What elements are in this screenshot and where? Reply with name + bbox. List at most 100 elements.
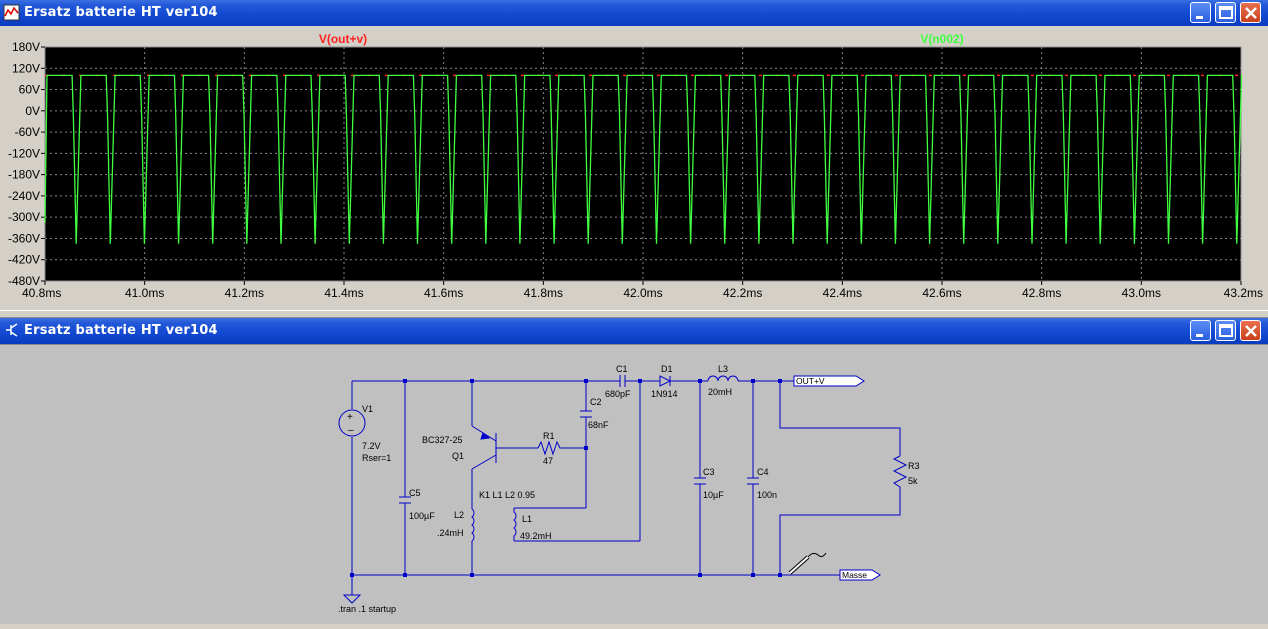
x-tick-label: 41.0ms [125, 286, 164, 300]
window-divider[interactable] [0, 310, 1268, 318]
x-tick-label: 42.2ms [723, 286, 762, 300]
maximize-button[interactable] [1215, 2, 1236, 23]
x-tick-label: 42.4ms [823, 286, 862, 300]
wire [779, 381, 901, 456]
c4-value: 100n [757, 490, 777, 500]
r1-value: 47 [543, 456, 553, 466]
junction-dots [350, 379, 782, 577]
y-tick-label: -60V [15, 125, 40, 139]
c1-value: 680pF [605, 389, 631, 399]
x-tick-label: 43.2ms [1224, 286, 1263, 300]
transistor-q1[interactable] [471, 425, 497, 470]
c2-label: C2 [590, 397, 602, 407]
d1-value: 1N914 [651, 389, 678, 399]
x-tick-label: 42.0ms [623, 286, 662, 300]
y-tick-label: 180V [12, 40, 40, 54]
r1-label: R1 [543, 431, 555, 441]
waveform-chart[interactable]: 180V120V60V0V-60V-120V-180V-240V-300V-36… [0, 26, 1268, 310]
legend-label-v-out: V(out+v) [319, 32, 367, 46]
waveform-icon [3, 4, 20, 21]
schematic-window-title: Ersatz batterie HT ver104 [24, 323, 218, 338]
out-flag-label: OUT+V [796, 376, 825, 386]
schematic-titlebar[interactable]: Ersatz batterie HT ver104 [0, 318, 1268, 344]
y-tick-label: 60V [19, 83, 40, 97]
ground-icon [342, 594, 362, 604]
y-tick-label: 0V [25, 104, 40, 118]
probe-cursor-icon [788, 552, 827, 575]
inductor-l2[interactable] [471, 508, 475, 542]
c2-value: 68nF [588, 420, 609, 430]
svg-text:+: + [347, 412, 353, 423]
minimize-icon [1196, 334, 1203, 337]
y-tick-label: -240V [8, 189, 40, 203]
v1-value: 7.2V [362, 441, 381, 451]
l1-label: L1 [522, 514, 532, 524]
series-line-v-n002 [44, 74, 1243, 244]
close-button[interactable] [1240, 320, 1261, 341]
l1-value: 49.2mH [520, 531, 552, 541]
x-tick-label: 42.6ms [922, 286, 961, 300]
c4-label: C4 [757, 467, 769, 477]
capacitor-c4[interactable] [747, 477, 759, 485]
close-button[interactable] [1240, 2, 1261, 23]
plot-window-title: Ersatz batterie HT ver104 [24, 5, 218, 20]
plot-window: Ersatz batterie HT ver104 180V 120V 60V 0V -… [0, 0, 1268, 310]
legend-label-v-n002: V(n002) [920, 32, 963, 46]
y-tick-label: -480V [8, 274, 40, 288]
inductor-l3[interactable] [707, 375, 739, 382]
y-tick-label: -420V [8, 253, 40, 267]
v1-label: V1 [362, 404, 373, 414]
minimize-button[interactable] [1190, 320, 1211, 341]
v1-rser: Rser=1 [362, 453, 391, 463]
schematic-drawing[interactable]: + – [0, 345, 1268, 624]
l3-value: 20mH [708, 387, 732, 397]
resistor-r1[interactable] [537, 440, 562, 456]
q1-label: Q1 [452, 451, 464, 461]
close-icon [1245, 325, 1257, 337]
x-tick-label: 41.4ms [324, 286, 363, 300]
c5-label: C5 [409, 488, 421, 498]
gnd-flag-shape [839, 569, 881, 581]
x-tick-label: 42.8ms [1022, 286, 1061, 300]
x-tick-label: 41.6ms [424, 286, 463, 300]
l2-value: .24mH [437, 528, 464, 538]
l3-label: L3 [718, 364, 728, 374]
inductor-l1[interactable] [513, 508, 517, 541]
capacitor-c3[interactable] [694, 477, 706, 485]
gnd-flag-label: Masse [842, 570, 867, 580]
out-flag-shape [793, 375, 865, 387]
coupling-directive: K1 L1 L2 0.95 [479, 490, 535, 500]
r3-label: R3 [908, 461, 920, 471]
tran-directive: .tran .1 startup [338, 604, 396, 614]
l2-label: L2 [454, 510, 464, 520]
d1-label: D1 [661, 364, 673, 374]
x-tick-label: 41.2ms [225, 286, 264, 300]
c3-label: C3 [703, 467, 715, 477]
capacitor-c5[interactable] [399, 496, 411, 504]
y-tick-label: -360V [8, 231, 40, 245]
voltage-source-v1[interactable]: + – [338, 409, 366, 437]
maximize-icon [1219, 324, 1233, 337]
minimize-button[interactable] [1190, 2, 1211, 23]
capacitor-c1[interactable] [619, 375, 626, 387]
r3-value: 5k [908, 476, 918, 486]
schematic-canvas[interactable]: + – [0, 344, 1268, 624]
y-tick-label: -300V [8, 210, 40, 224]
maximize-button[interactable] [1215, 320, 1236, 341]
plot-titlebar[interactable]: Ersatz batterie HT ver104 [0, 0, 1268, 26]
transistor-icon [6, 323, 18, 337]
x-tick-label: 40.8ms [22, 286, 61, 300]
c3-value: 10µF [703, 490, 724, 500]
c1-label: C1 [616, 364, 628, 374]
x-tick-label: 43.0ms [1122, 286, 1161, 300]
diode-d1[interactable] [659, 375, 672, 387]
capacitor-c2[interactable] [580, 410, 592, 418]
resistor-r3[interactable] [892, 455, 908, 491]
q1-model: BC327-25 [422, 435, 463, 445]
c5-value: 100µF [409, 511, 435, 521]
y-tick-label: 120V [12, 61, 40, 75]
minimize-icon [1196, 16, 1203, 19]
close-icon [1245, 7, 1257, 19]
y-tick-label: -180V [8, 168, 40, 182]
